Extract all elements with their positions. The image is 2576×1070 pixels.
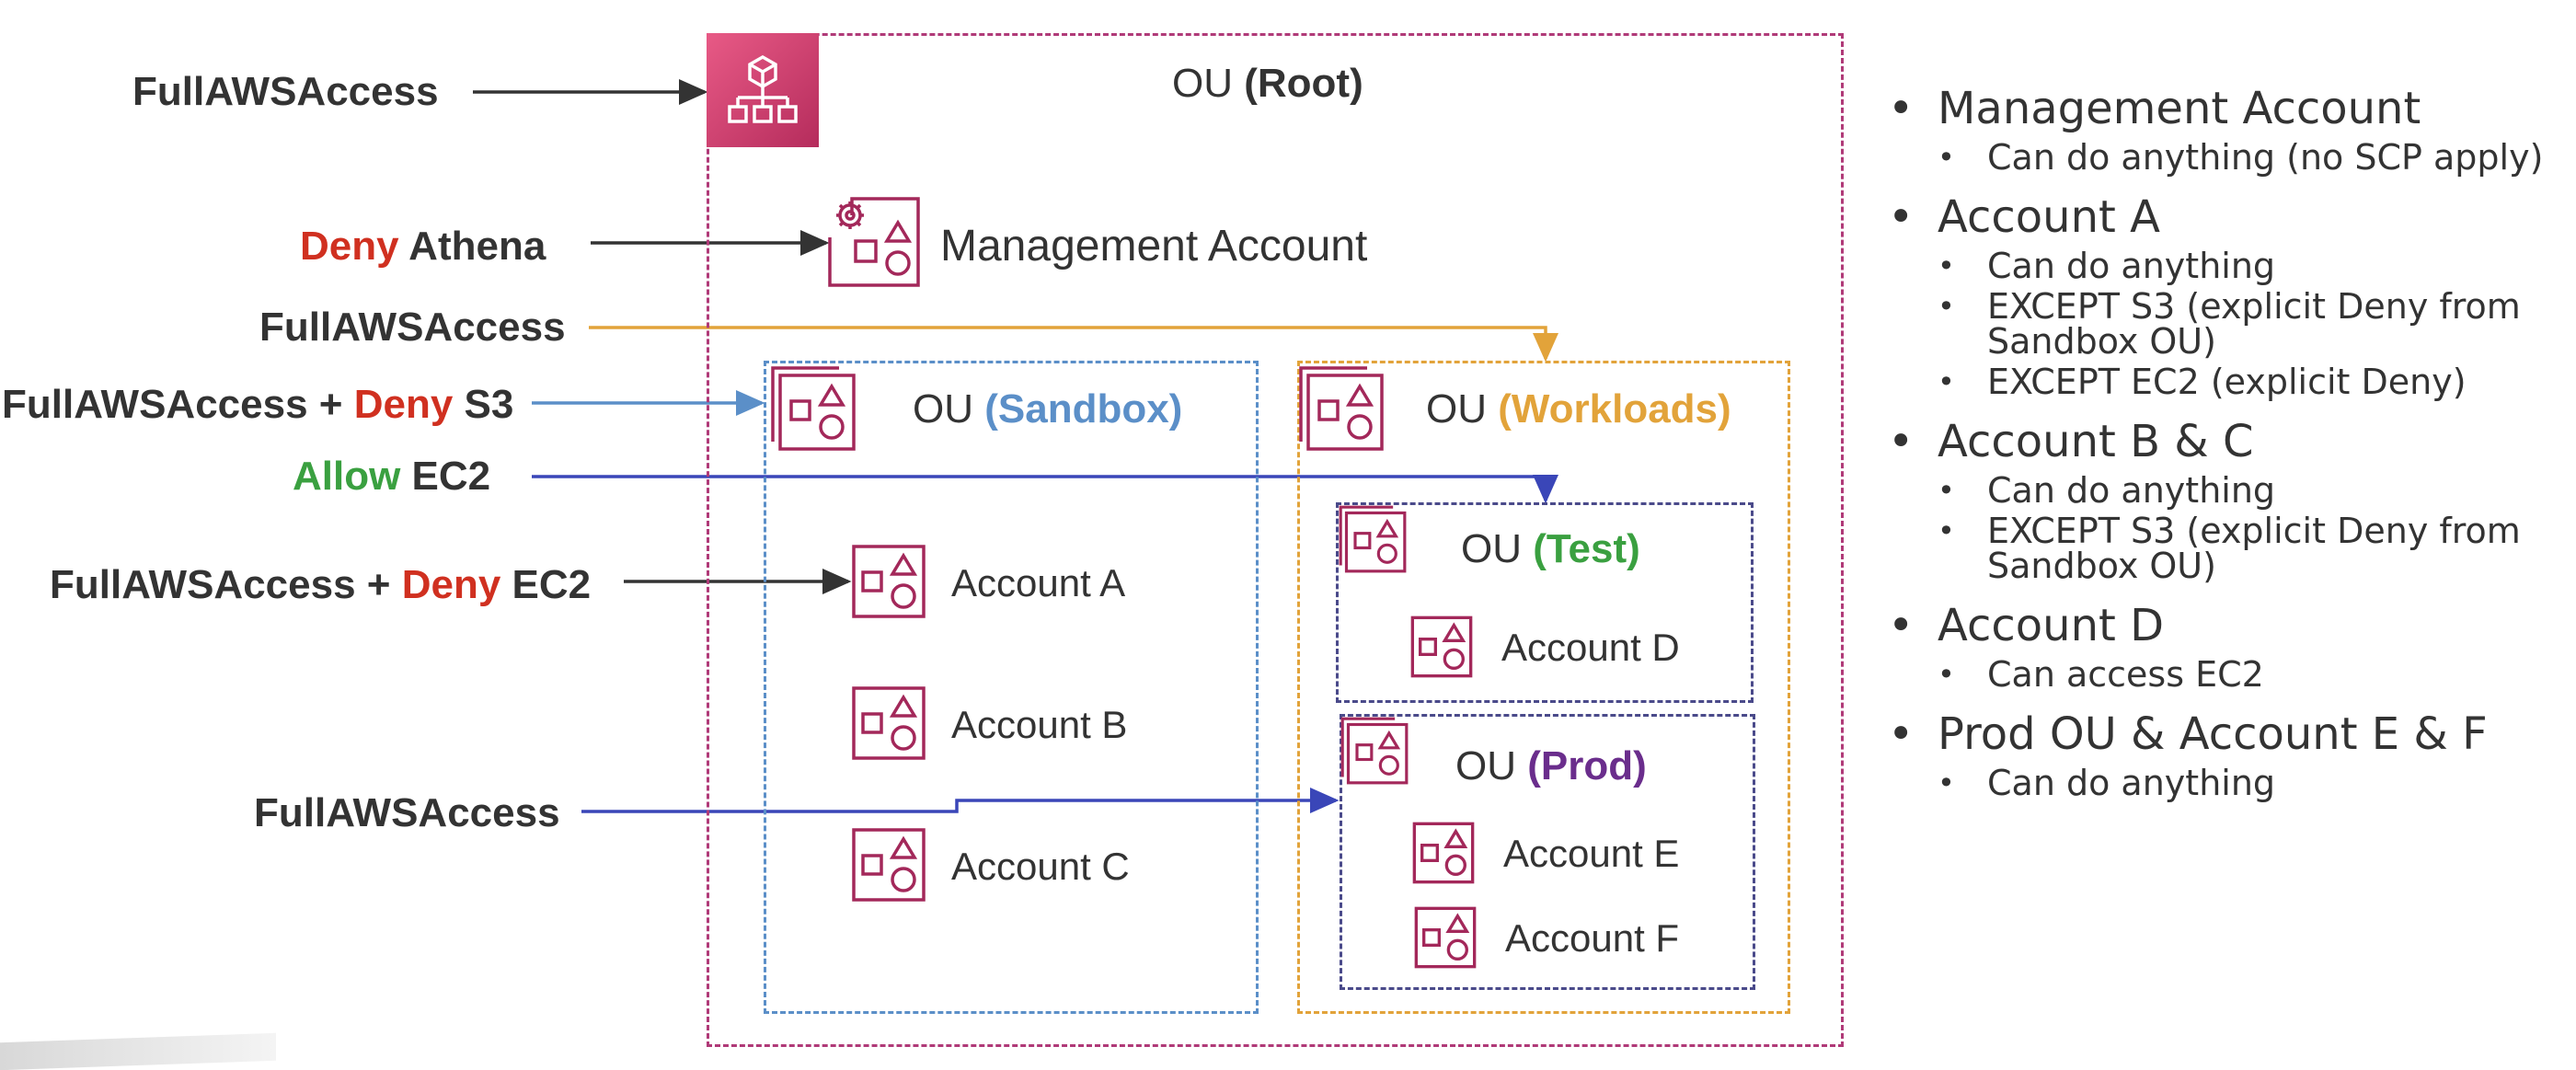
summary-item: Can do anything [1938, 765, 2569, 800]
summary-title: Account B & C [1888, 416, 2569, 467]
arrow-workloads [589, 326, 1558, 362]
policy-workloads: FullAWSAccess [259, 305, 566, 350]
account-c-icon [850, 826, 927, 908]
ou-workloads-icon [1297, 364, 1386, 457]
management-account-label: Management Account [940, 222, 1368, 270]
policy-root: FullAWSAccess [132, 69, 439, 114]
policy-account-a: FullAWSAccess + Deny EC2 [50, 562, 592, 607]
summary-title: Account D [1888, 600, 2569, 651]
ou-prod-label: OU (Prod) [1455, 743, 1647, 788]
arrow-test [532, 475, 1558, 504]
ou-root-container [707, 33, 1844, 1047]
summary-title: Account A [1888, 191, 2569, 243]
account-c-label: Account C [951, 845, 1130, 888]
summary-title: Prod OU & Account E & F [1888, 708, 2569, 760]
organizations-icon [707, 33, 819, 147]
account-e-label: Account E [1503, 832, 1680, 875]
summary-item: Can do anything [1938, 473, 2569, 508]
account-f-icon [1413, 905, 1478, 974]
summary-item: EXCEPT S3 (explicit Deny from Sandbox OU… [1938, 289, 2569, 359]
ou-sandbox-icon [769, 364, 857, 457]
summary-item: EXCEPT S3 (explicit Deny from Sandbox OU… [1938, 513, 2569, 583]
policy-prod: FullAWSAccess [254, 790, 560, 835]
ou-test-label: OU (Test) [1461, 526, 1640, 571]
account-a-label: Account A [951, 561, 1126, 604]
account-d-icon [1409, 615, 1474, 684]
ou-root-label: OU (Root) [1172, 61, 1363, 106]
policy-test: Allow EC2 [293, 454, 491, 499]
ou-test-icon [1338, 504, 1408, 579]
account-d-label: Account D [1501, 626, 1680, 669]
summary-item: EXCEPT EC2 (explicit Deny) [1938, 364, 2569, 399]
ou-workloads-label: OU (Workloads) [1426, 386, 1731, 431]
summary-title: Management Account [1888, 83, 2569, 134]
summary-group: Management Account Can do anything (no S… [1888, 83, 2569, 175]
policy-sandbox: FullAWSAccess + Deny S3 [2, 382, 514, 427]
account-b-icon [850, 685, 927, 766]
arrow-prod [581, 788, 1340, 813]
account-e-icon [1411, 821, 1476, 890]
policy-management: Deny Athena [300, 224, 546, 269]
summary-item: Can access EC2 [1938, 657, 2569, 692]
ou-prod-container [1340, 714, 1755, 990]
ou-sandbox-label: OU (Sandbox) [913, 386, 1183, 431]
ou-test-container [1336, 502, 1754, 703]
summary-group: Account D Can access EC2 [1888, 600, 2569, 692]
ou-workloads-container [1297, 361, 1790, 1014]
ou-sandbox-container [764, 361, 1259, 1014]
account-a-icon [850, 543, 927, 625]
summary-group: Prod OU & Account E & F Can do anything [1888, 708, 2569, 800]
summary-item: Can do anything (no SCP apply) [1938, 140, 2569, 175]
ou-prod-icon [1340, 716, 1409, 790]
summary-group: Account A Can do anything EXCEPT S3 (exp… [1888, 191, 2569, 399]
management-account-icon [824, 193, 922, 295]
account-b-label: Account B [951, 703, 1128, 746]
summary-group: Account B & C Can do anything EXCEPT S3 … [1888, 416, 2569, 583]
account-f-label: Account F [1505, 916, 1680, 960]
summary-list: Management Account Can do anything (no S… [1888, 81, 2569, 817]
summary-item: Can do anything [1938, 248, 2569, 283]
